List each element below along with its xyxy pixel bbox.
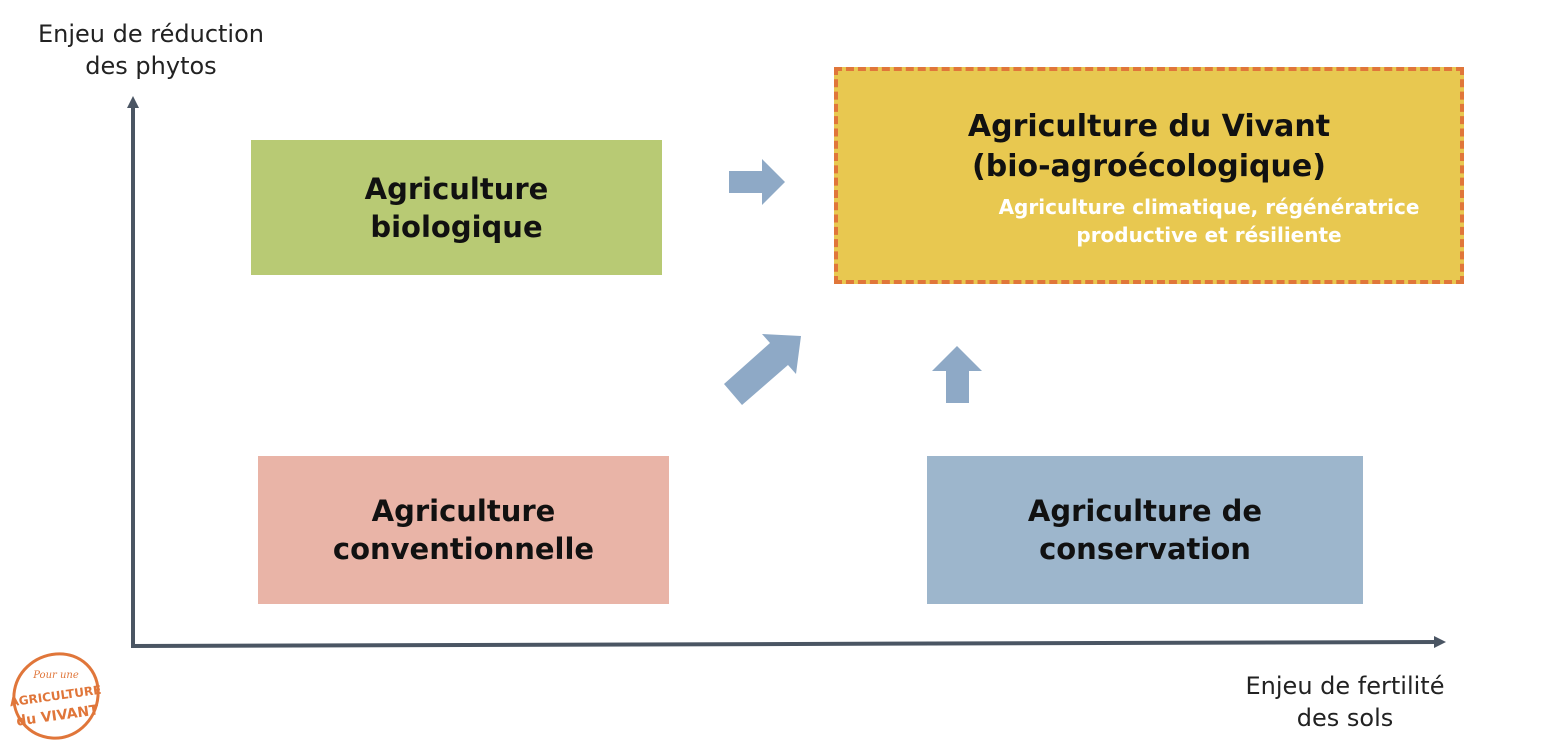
x-axis-label-line2: des sols <box>1296 704 1394 732</box>
box-agriculture-biologique: Agriculture biologique <box>251 140 662 275</box>
box-vivant-subtitle: Agriculture climatique, régénératrice pr… <box>999 193 1420 249</box>
box-agriculture-conventionnelle: Agriculture conventionnelle <box>258 456 669 604</box>
box-cons-title: Agriculture de conservation <box>1028 492 1262 568</box>
box-vivant-title: Agriculture du Vivant (bio-agroécologiqu… <box>968 107 1330 187</box>
logo-ring <box>12 652 100 740</box>
box-vivant-line1: Agriculture du Vivant <box>967 109 1331 144</box>
box-conv-line2: conventionnelle <box>332 532 595 566</box>
x-axis <box>130 636 1446 649</box>
box-conv-title: Agriculture conventionnelle <box>333 492 594 568</box>
agriculture-du-vivant-logo: Pour une AGRICULTURE du VIVANT <box>9 652 102 740</box>
y-axis-label: Enjeu de réduction des phytos <box>18 18 284 82</box>
arrow-cons-to-vivant <box>932 346 982 403</box>
box-bio-line2: biologique <box>370 209 543 244</box>
x-axis-label: Enjeu de fertilité des sols <box>1218 670 1472 734</box>
box-cons-line2: conservation <box>1039 532 1251 566</box>
box-bio-title: Agriculture biologique <box>365 170 549 246</box>
box-vivant-sub-line2: productive et résiliente <box>1076 223 1342 247</box>
box-agriculture-du-vivant: Agriculture du Vivant (bio-agroécologiqu… <box>834 67 1464 284</box>
arrow-bio-to-vivant <box>729 159 785 205</box>
box-conv-line1: Agriculture <box>371 494 556 528</box>
box-vivant-line2: (bio-agroécologique) <box>972 149 1326 184</box>
arrow-conv-to-vivant <box>724 334 801 405</box>
box-agriculture-conservation: Agriculture de conservation <box>927 456 1363 604</box>
y-axis-label-line2: des phytos <box>85 52 217 80</box>
box-bio-line1: Agriculture <box>364 171 549 206</box>
x-axis-label-line1: Enjeu de fertilité <box>1245 672 1445 700</box>
logo-text-line1: Pour une <box>32 670 79 681</box>
box-cons-line1: Agriculture de <box>1027 494 1263 528</box>
box-vivant-sub-line1: Agriculture climatique, régénératrice <box>998 195 1420 219</box>
y-axis-label-line1: Enjeu de réduction <box>38 20 264 48</box>
